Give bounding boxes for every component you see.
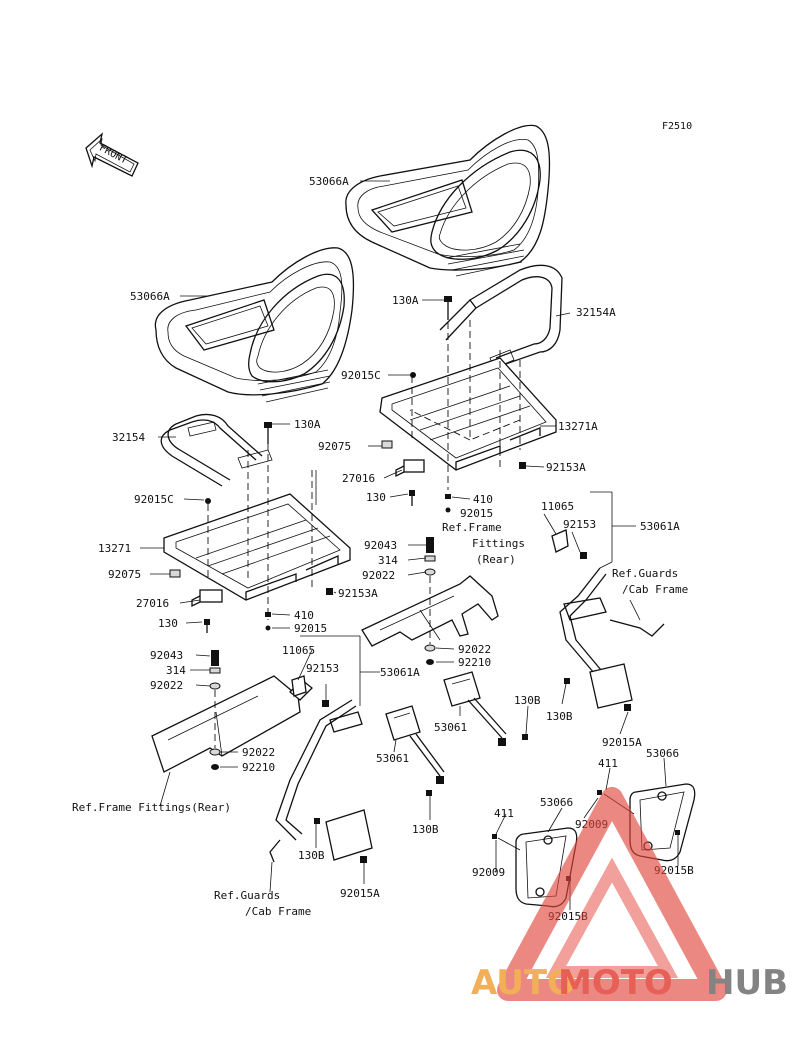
label-13271A: 13271A [558, 420, 598, 433]
label-13271: 13271 [98, 542, 131, 555]
label-130B-d: 130B [298, 849, 325, 862]
label-314-right: 314 [378, 554, 398, 567]
label-130B-b: 130B [546, 710, 573, 723]
right-seatbelt-buckle [443, 671, 528, 746]
label-92022-right-2: 92022 [458, 643, 491, 656]
label-92022-left: 92022 [150, 679, 183, 692]
watermark-logo: AUTO MOTO HUB [471, 787, 788, 1003]
label-27016-left: 27016 [136, 597, 169, 610]
left-seatbelt-buckle [385, 705, 445, 796]
label-32154: 32154 [112, 431, 145, 444]
label-53066-b: 53066 [540, 796, 573, 809]
part-labels: 53066A 53066A 130A 32154A 92015C 13271A … [72, 175, 694, 923]
label-ref-frame-rear-left: Ref.Frame Fittings(Rear) [72, 801, 231, 814]
label-92075-right: 92075 [318, 440, 351, 453]
label-130-right: 130 [366, 491, 386, 504]
label-130B-c: 130B [412, 823, 439, 836]
left-seatbelt-retractor [269, 675, 373, 863]
label-92015A-left: 92015A [340, 887, 380, 900]
figure-code: F2510 [662, 121, 692, 132]
left-alignment-lines [207, 432, 313, 620]
label-11065-left: 11065 [282, 644, 315, 657]
label-92210-right: 92210 [458, 656, 491, 669]
label-92015-right: 92015 [460, 507, 493, 520]
label-ref-frame-rear-right: Ref.Frame [442, 521, 502, 534]
front-arrow-icon: FRONT [85, 132, 139, 177]
left-seat-base-plate [163, 493, 351, 608]
watermark-hub: HUB [706, 963, 788, 1003]
right-seatbelt-retractor [551, 529, 665, 711]
watermark-auto: AUTO [471, 963, 576, 1003]
label-92015A-right: 92015A [602, 736, 642, 749]
right-seat-cushion [345, 124, 551, 277]
label-410-right: 410 [473, 493, 493, 506]
label-refguards-left-2: /Cab Frame [245, 905, 311, 918]
label-411-b: 411 [494, 807, 514, 820]
label-92210-left: 92210 [242, 761, 275, 774]
label-130A-left: 130A [294, 418, 321, 431]
label-92043-left: 92043 [150, 649, 183, 662]
label-32154A: 32154A [576, 306, 616, 319]
label-11065-right: 11065 [541, 500, 574, 513]
watermark-moto: MOTO [558, 963, 673, 1003]
label-92022-right: 92022 [362, 569, 395, 582]
label-130-left: 130 [158, 617, 178, 630]
right-fasteners [381, 296, 526, 513]
label-92015C-left: 92015C [134, 493, 174, 506]
left-fasteners [169, 422, 333, 633]
label-92022-left-2: 92022 [242, 746, 275, 759]
label-53066-a: 53066 [646, 747, 679, 760]
left-seat-bracket [160, 413, 273, 487]
label-refguards-left: Ref.Guards [214, 889, 280, 902]
label-410-left: 410 [294, 609, 314, 622]
left-seat-cushion [154, 247, 355, 403]
right-seat-bracket [439, 264, 563, 369]
label-53061-right: 53061 [434, 721, 467, 734]
label-92015-left: 92015 [294, 622, 327, 635]
label-314-left: 314 [166, 664, 186, 677]
label-130B-a: 130B [514, 694, 541, 707]
label-130A-top: 130A [392, 294, 419, 307]
right-frame-bracket [361, 537, 499, 665]
right-alignment-lines [409, 300, 521, 490]
label-refguards-right-2: /Cab Frame [622, 583, 688, 596]
label-92009-b: 92009 [472, 866, 505, 879]
leader-lines [140, 180, 679, 910]
label-92153-right: 92153 [563, 518, 596, 531]
label-53061-left: 53061 [376, 752, 409, 765]
label-92043-right: 92043 [364, 539, 397, 552]
label-ref-frame-rear-right-2: Fittings [472, 537, 525, 550]
label-53066A-top: 53066A [309, 175, 349, 188]
label-53061A-right: 53061A [640, 520, 680, 533]
label-92153-left: 92153 [306, 662, 339, 675]
label-411-a: 411 [598, 757, 618, 770]
label-92075-left: 92075 [108, 568, 141, 581]
right-seat-base-plate [379, 357, 557, 478]
label-53066A-left: 53066A [130, 290, 170, 303]
label-92153A-right: 92153A [546, 461, 586, 474]
label-92153A-left: 92153A [338, 587, 378, 600]
label-27016-right: 27016 [342, 472, 375, 485]
label-refguards-right: Ref.Guards [612, 567, 678, 580]
label-53061A-left: 53061A [380, 666, 420, 679]
label-ref-frame-rear-right-3: (Rear) [476, 553, 516, 566]
label-92015C-right: 92015C [341, 369, 381, 382]
